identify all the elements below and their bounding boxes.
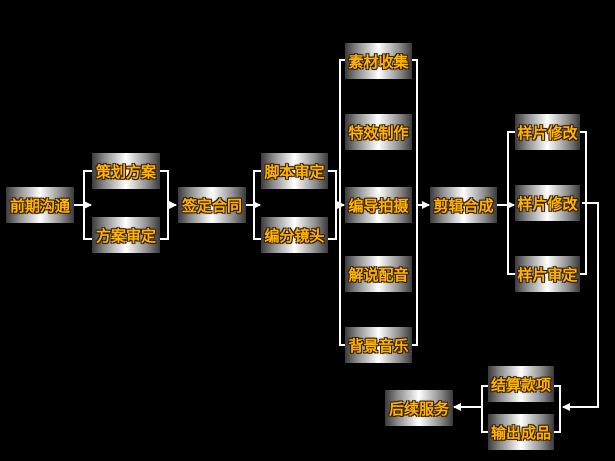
node-n2: 策划方案 (92, 153, 160, 189)
return-path (562, 202, 599, 411)
node-n13: 样片修改 (515, 114, 580, 150)
node-n12: 剪辑合成 (430, 187, 497, 223)
node-n15: 样片审定 (515, 256, 580, 292)
node-n6: 编分镜头 (261, 217, 328, 253)
node-n10: 解说配音 (345, 256, 412, 292)
bracket-right-2 (328, 170, 337, 240)
node-n18: 后续服务 (385, 390, 453, 426)
node-n5: 脚本审定 (261, 153, 328, 189)
node-n1: 前期沟通 (6, 187, 74, 223)
bracket-left-5 (481, 385, 488, 433)
node-n7: 素材收集 (345, 43, 412, 79)
node-n4: 签定合同 (178, 187, 246, 223)
node-n8: 特效制作 (345, 114, 412, 150)
bracket-right-3 (412, 59, 418, 346)
node-n3: 方案审定 (92, 217, 160, 253)
node-n9: 编导拍摄 (345, 187, 412, 223)
bracket-right-1 (160, 170, 169, 240)
bracket-right-5 (554, 385, 561, 433)
node-n11: 背景音乐 (345, 327, 412, 363)
node-n17: 输出成品 (488, 414, 554, 450)
node-n14: 样片修改 (515, 185, 580, 221)
node-n16: 结算款项 (488, 366, 554, 402)
bracket-left-4 (507, 131, 515, 275)
bracket-left-3 (339, 59, 345, 346)
